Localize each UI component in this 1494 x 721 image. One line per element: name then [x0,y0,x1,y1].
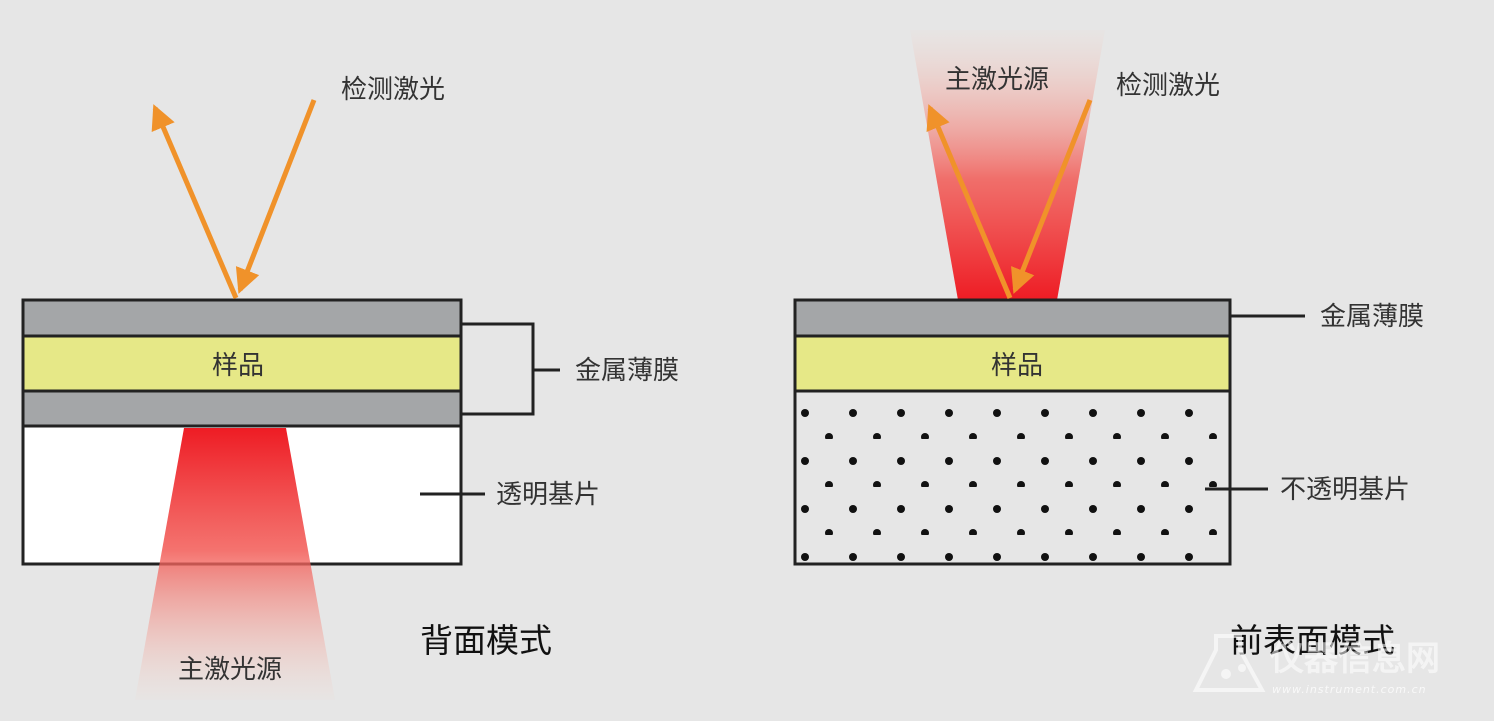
right-detect-laser-reflected [926,104,1013,299]
right-detect-laser-incident [1011,99,1093,294]
left-substrate-label: 透明基片 [496,480,600,510]
left-metal-film-bracket [461,322,560,416]
right-main-laser-beam [910,30,1105,300]
watermark-url: www.instrument.com.cn [1272,683,1427,696]
right-diagram: 样品 金属薄膜 不透明基片 主激光源 检测激光 前表面模式 [793,30,1424,660]
left-caption: 背面模式 [420,621,552,660]
left-main-laser-label: 主激光源 [178,655,282,685]
right-substrate-label: 不透明基片 [1280,475,1410,505]
right-metal-film-label: 金属薄膜 [1320,302,1424,332]
right-sample-label: 样品 [991,351,1043,381]
left-metal-film-bottom [21,389,463,428]
right-detect-laser-label: 检测激光 [1116,71,1220,101]
left-metal-film-top [21,298,463,338]
left-diagram: 样品 金属薄膜 透明基片 检测激光 主激光源 背面模式 [21,75,679,700]
flask-icon [1192,634,1266,692]
left-detect-laser-incident [235,99,317,294]
right-caption: 前表面模式 [1230,621,1395,660]
left-sample-label: 样品 [212,351,264,381]
right-main-laser-label: 主激光源 [945,65,1049,95]
watermark-brand: 仪器信息网 [1269,639,1440,679]
right-sample-layer [793,334,1232,393]
right-substrate-dots [797,393,1228,562]
left-detect-laser-label: 检测激光 [341,75,445,105]
left-main-laser-beam [135,428,335,700]
right-metal-film [793,298,1232,338]
left-detect-laser-reflected [151,104,239,299]
left-metal-film-label: 金属薄膜 [575,356,679,386]
watermark: 仪器信息网 www.instrument.com.cn [1192,634,1440,696]
